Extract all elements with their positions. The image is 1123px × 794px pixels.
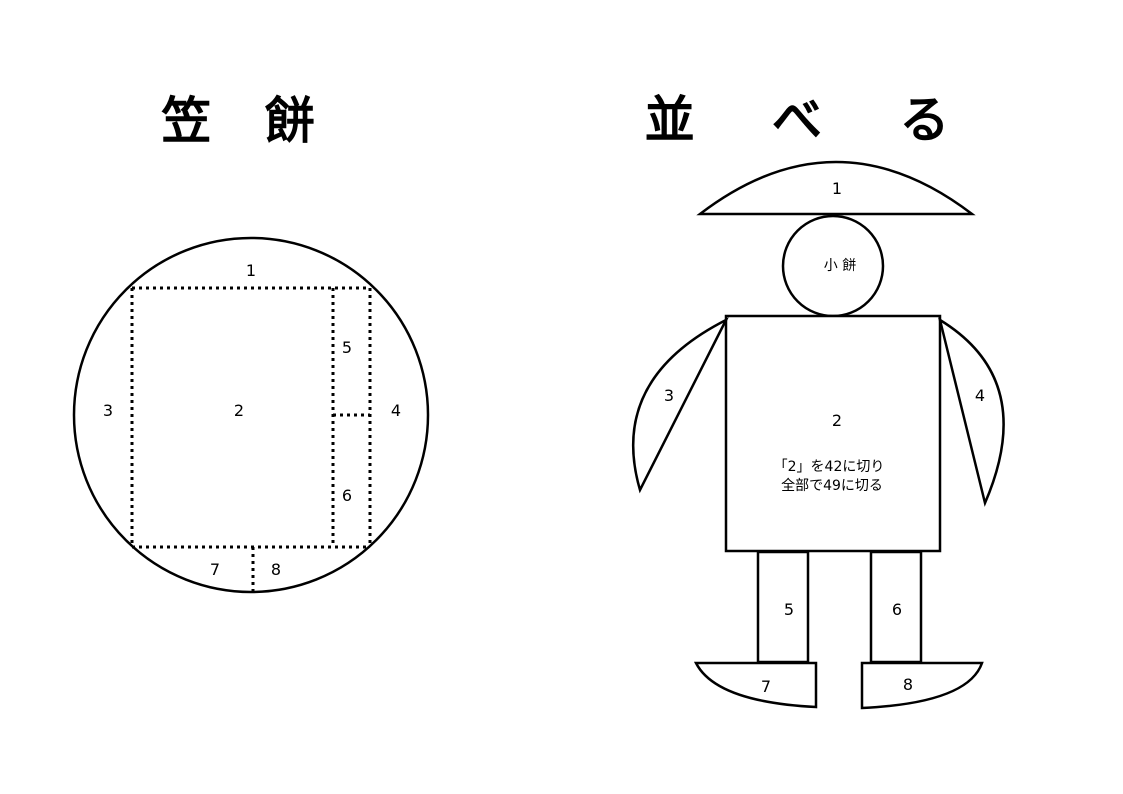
left-piece-4-label: 4 [391,401,401,420]
right-leg-piece [869,550,923,664]
right-piece-3-label: 3 [664,386,674,405]
right-piece-2-label: 2 [832,411,842,430]
arranged-figure: 1 小 餅 2 「2」を42に切り 全部で49に切る 3 4 5 6 7 8 [632,160,1005,710]
cut-lines [130,286,372,592]
mochi-circle-plan: 1 2 3 4 5 6 7 8 [72,236,430,594]
left-piece-3-label: 3 [103,401,113,420]
body-piece [724,314,942,553]
left-piece-5-label: 5 [342,338,352,357]
right-piece-4-label: 4 [975,386,985,405]
hat-piece [696,160,976,216]
right-piece-8-label: 8 [903,675,913,694]
right-arm-piece [938,317,1005,507]
left-piece-1-label: 1 [246,261,256,280]
right-title: 並 べ る [645,91,980,149]
right-foot-piece [860,661,984,710]
right-piece-7-label: 7 [761,677,771,696]
left-piece-6-label: 6 [342,486,352,505]
right-piece-6-label: 6 [892,600,902,619]
left-foot-piece [693,661,818,709]
left-piece-2-label: 2 [234,401,244,420]
head-label: 小 餅 [824,257,856,274]
left-piece-8-label: 8 [271,560,281,579]
left-arm-piece [632,317,729,494]
right-piece-5-label: 5 [784,600,794,619]
right-piece-1-label: 1 [832,179,842,198]
left-piece-7-label: 7 [210,560,220,579]
left-title: 笠 餅 [161,92,332,150]
mochi-circle [72,236,430,594]
body-note-line-1: 「2」を42に切り [774,459,885,475]
body-note-line-2: 全部で49に切る [781,477,883,494]
